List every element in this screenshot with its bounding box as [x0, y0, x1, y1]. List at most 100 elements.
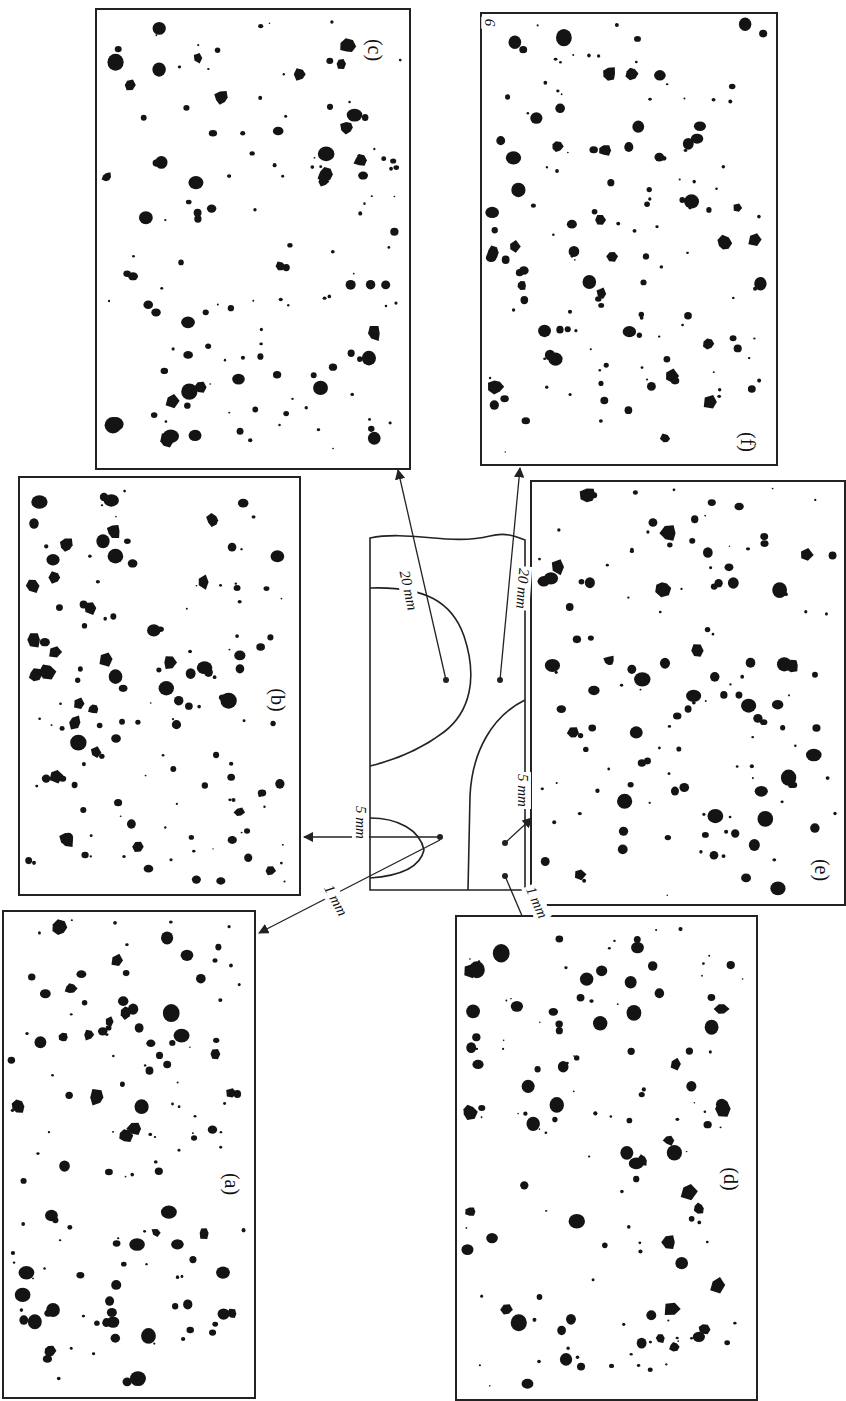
nodule-particle [313, 381, 328, 395]
nodule-particle [209, 1329, 216, 1335]
nodule-particle [538, 558, 541, 561]
carbide-particle [26, 580, 40, 593]
nodule-particle [511, 183, 525, 197]
nodule-particle [755, 786, 768, 797]
carbide-particle [599, 145, 611, 156]
carbide-particle [625, 68, 638, 81]
nodule-particle [574, 1055, 580, 1060]
nodule-particle [642, 1087, 646, 1091]
nodule-particle [366, 280, 375, 289]
nodule-particle [257, 353, 263, 360]
nodule-particle [172, 720, 181, 729]
nodule-particle [480, 1295, 483, 1298]
nodule-particle [770, 881, 785, 895]
nodule-particle [229, 964, 233, 968]
nodule-particle [151, 412, 158, 418]
nodule-particle [607, 768, 610, 771]
nodule-particle [357, 356, 362, 362]
nodule-particle [112, 1131, 114, 1133]
nodule-particle [232, 798, 236, 802]
nodule-particle [617, 1003, 619, 1005]
nodule-particle [704, 1121, 712, 1128]
nodule-particle [556, 90, 559, 93]
nodule-particle [531, 204, 536, 208]
nodule-particle [702, 832, 709, 838]
nodule-particle [595, 788, 599, 793]
nodule-particle [368, 432, 381, 445]
nodule-particle [157, 157, 164, 163]
nodule-particle [94, 1321, 100, 1326]
nodule-particle [97, 723, 103, 728]
nodule-particle [729, 683, 731, 685]
nodule-particle [668, 725, 671, 728]
nodule-particle [630, 1353, 633, 1356]
nodule-particle [209, 383, 211, 385]
nodule-particle [539, 1022, 541, 1023]
nodule-particle [194, 1115, 197, 1118]
nodule-particle [389, 167, 393, 171]
nodule-particle [567, 220, 577, 229]
nodule-particle [327, 104, 333, 110]
nodule-particle [32, 1278, 34, 1280]
nodule-particle [244, 854, 252, 862]
nodule-particle [194, 215, 201, 223]
nodule-particle [588, 686, 599, 695]
nodule-particle [544, 572, 558, 584]
nodule-particle [489, 1385, 491, 1387]
nodule-particle [31, 495, 47, 508]
nodule-particle [589, 146, 597, 153]
nodule-particle [114, 799, 122, 806]
nodule-particle [161, 368, 169, 374]
nodule-particle [593, 1111, 597, 1115]
nodule-particle [172, 718, 174, 720]
nodule-particle [154, 1136, 156, 1138]
nodule-particle [21, 1178, 27, 1184]
micrograph-texture [482, 14, 776, 464]
nodule-particle [56, 604, 63, 611]
leader-arrow [304, 836, 440, 837]
nodule-particle [387, 246, 390, 249]
nodule-particle [278, 424, 281, 427]
carbide-particle [500, 1304, 513, 1314]
nodule-particle [151, 308, 160, 316]
nodule-particle [117, 1237, 119, 1239]
nodule-particle [280, 862, 283, 865]
carbide-particle [659, 525, 675, 541]
nodule-particle [191, 1135, 197, 1141]
nodule-particle [630, 549, 634, 553]
nodule-particle [643, 253, 649, 259]
nodule-particle [671, 377, 679, 384]
nodule-particle [693, 1332, 705, 1342]
nodule-particle [130, 1173, 134, 1177]
nodule-particle [585, 577, 595, 588]
nodule-particle [620, 1146, 633, 1160]
nodule-particle [613, 940, 616, 942]
nodule-particle [188, 176, 203, 189]
nodule-particle [697, 1221, 701, 1225]
nodule-particle [588, 1156, 590, 1158]
nodule-particle [202, 782, 208, 789]
nodule-particle [164, 826, 166, 828]
nodule-particle [234, 651, 245, 661]
nodule-particle [373, 148, 375, 150]
nodule-particle [46, 1303, 60, 1317]
nodule-particle [155, 1167, 163, 1174]
nodule-particle [169, 920, 173, 923]
nodule-particle [506, 151, 521, 164]
nodule-particle [143, 1230, 146, 1233]
nodule-particle [691, 134, 703, 144]
leader-arrow [505, 818, 532, 843]
nodule-particle [569, 1214, 585, 1229]
nodule-particle [686, 1047, 693, 1054]
nodule-particle [640, 279, 646, 285]
nodule-particle [708, 994, 716, 1001]
nodule-particle [92, 1352, 95, 1355]
nodule-particle [35, 785, 38, 788]
nodule-particle [215, 944, 221, 951]
nodule-particle [519, 46, 527, 53]
nodule-particle [654, 70, 666, 80]
nodule-particle [390, 228, 398, 236]
nodule-particle [181, 1275, 184, 1278]
nodule-particle [108, 300, 110, 302]
carbide-particle [603, 67, 615, 81]
